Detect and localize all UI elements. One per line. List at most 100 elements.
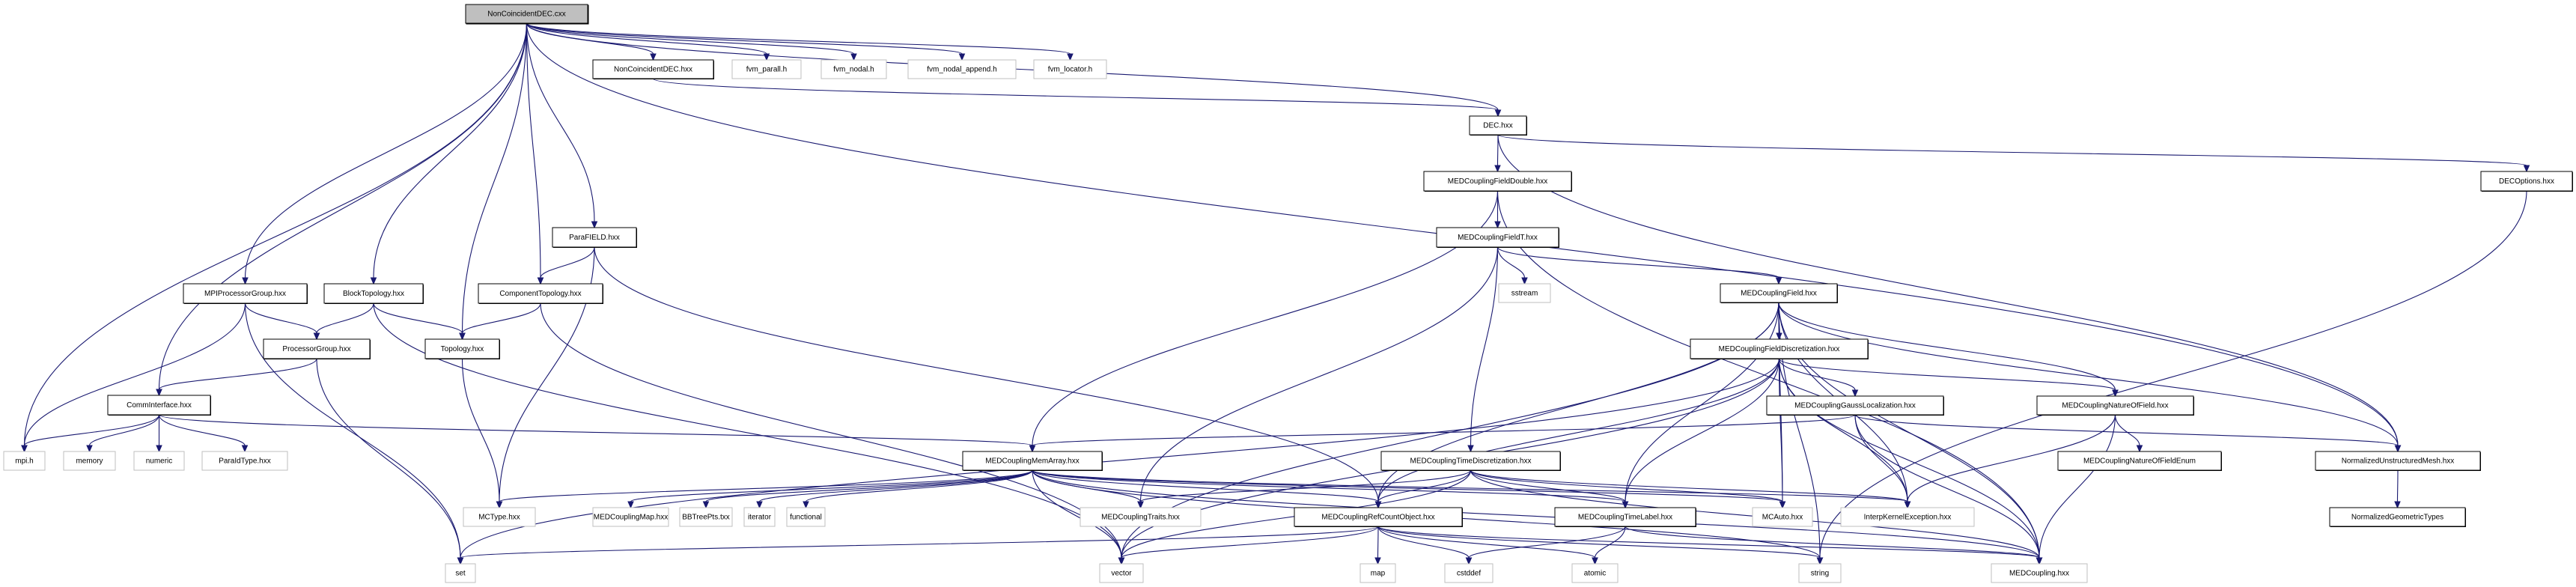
node-timedisc[interactable]: MEDCouplingTimeDiscretization.hxx (1380, 451, 1561, 471)
node-label: atomic (1584, 570, 1606, 578)
node-box (478, 283, 603, 304)
node-set[interactable]: set (445, 563, 476, 583)
node-label: MEDCouplingTraits.hxx (1101, 514, 1180, 522)
node-label: BBTreePts.txx (682, 514, 730, 522)
arrowhead-icon (459, 332, 466, 341)
edge-fielddisc-to-natureoffield (1778, 358, 2116, 391)
edge-topology-to-mctype (461, 358, 500, 502)
arrowhead-icon (1374, 501, 1382, 509)
node-fvm_nodal[interactable]: fvm_nodal.h (820, 59, 887, 79)
node-box (465, 4, 588, 24)
node-blocktopo[interactable]: BlockTopology.hxx (323, 283, 424, 304)
node-field[interactable]: MEDCouplingField.hxx (1720, 283, 1838, 303)
node-parafield[interactable]: ParaFIELD.hxx (552, 227, 637, 248)
node-interpexc[interactable]: InterpKernelException.hxx (1840, 507, 1975, 527)
node-mctype[interactable]: MCType.hxx (463, 507, 536, 527)
node-mcmap[interactable]: MEDCouplingMap.hxx (592, 507, 669, 527)
node-comptopo[interactable]: ComponentTopology.hxx (478, 283, 603, 304)
node-medcoupling[interactable]: MEDCoupling.hxx (1991, 563, 2088, 583)
arrowhead-icon (627, 501, 634, 509)
node-memory[interactable]: memory (63, 451, 116, 471)
node-label: fvm_parall.h (746, 66, 787, 74)
node-map[interactable]: map (1359, 563, 1396, 583)
node-string[interactable]: string (1798, 563, 1842, 583)
node-box (1359, 563, 1396, 583)
edge-memarray-to-mcauto (1032, 469, 1783, 502)
arrowhead-icon (2112, 389, 2119, 398)
arrowhead-icon (591, 221, 598, 229)
node-iterator[interactable]: iterator (743, 507, 776, 527)
node-label: NormalizedGeometricTypes (2351, 514, 2443, 522)
edge-timedisc-to-traits (1139, 469, 1472, 502)
edge-ncdec_cxx-to-mpi_h (23, 22, 528, 446)
node-label: numeric (146, 457, 173, 466)
arrowhead-icon (241, 445, 249, 453)
node-numeric[interactable]: numeric (133, 451, 185, 471)
node-fielddouble[interactable]: MEDCouplingFieldDouble.hxx (1423, 171, 1572, 192)
node-natureoffield[interactable]: MEDCouplingNatureOfField.hxx (2036, 395, 2194, 416)
node-natureenum[interactable]: MEDCouplingNatureOfFieldEnum (2057, 451, 2222, 471)
node-cstddef[interactable]: cstddef (1444, 563, 1493, 583)
node-mpi_h[interactable]: mpi.h (3, 451, 46, 471)
node-vector[interactable]: vector (1099, 563, 1144, 583)
node-fvm_locator[interactable]: fvm_locator.h (1033, 59, 1107, 79)
node-box (820, 59, 887, 79)
node-dec[interactable]: DEC.hxx (1469, 115, 1527, 136)
edge-field-to-normmesh (1778, 302, 2399, 446)
node-atomic[interactable]: atomic (1571, 563, 1619, 583)
node-paraidtype[interactable]: ParaIdType.hxx (201, 451, 288, 471)
node-bbtree[interactable]: BBTreePts.txx (679, 507, 733, 527)
edge-fielddisc-to-refcount (1377, 358, 1780, 502)
node-comminterface[interactable]: CommInterface.hxx (107, 395, 211, 416)
node-box (1423, 171, 1572, 192)
edge-refcount-to-cstddef (1377, 526, 1470, 559)
edge-refcount-to-string (1377, 526, 1821, 559)
edge-gaussloc-to-interpexc (1854, 414, 1908, 502)
node-refcount[interactable]: MEDCouplingRefCountObject.hxx (1294, 507, 1463, 527)
node-box (1690, 338, 1869, 359)
node-ncdec_hxx[interactable]: NonCoincidentDEC.hxx (592, 59, 714, 79)
node-functional[interactable]: functional (786, 507, 826, 527)
node-box (1720, 283, 1838, 303)
arrowhead-icon (1816, 557, 1824, 565)
node-fieldt[interactable]: MEDCouplingFieldT.hxx (1436, 227, 1559, 248)
edge-timelabel-to-medcoupling (1625, 526, 2040, 559)
node-fielddisc[interactable]: MEDCouplingFieldDiscretization.hxx (1690, 338, 1869, 359)
node-sstream[interactable]: sstream (1498, 283, 1551, 303)
edge-memarray-to-medcoupling (1032, 469, 2040, 559)
node-box (63, 451, 116, 471)
node-box (2315, 451, 2481, 471)
node-label: MEDCouplingGaussLocalization.hxx (1794, 402, 1916, 410)
edge-natureoffield-to-natureenum (2114, 414, 2140, 446)
node-label: fvm_locator.h (1048, 66, 1092, 74)
node-decoptions[interactable]: DECOptions.hxx (2480, 171, 2573, 192)
node-fvm_nodal_append[interactable]: fvm_nodal_append.h (907, 59, 1017, 79)
node-timelabel[interactable]: MEDCouplingTimeLabel.hxx (1554, 507, 1696, 527)
edge-memarray-to-refcount (1032, 469, 1379, 502)
node-label: MEDCouplingNatureOfFieldEnum (2083, 457, 2196, 466)
arrowhead-icon (2523, 165, 2530, 173)
node-topology[interactable]: Topology.hxx (424, 338, 500, 359)
edge-timedisc-to-mcauto (1470, 469, 1783, 502)
node-label: Topology.hxx (441, 345, 484, 353)
node-procgroup[interactable]: ProcessorGroup.hxx (263, 338, 371, 359)
node-mcauto[interactable]: MCAuto.hxx (1752, 507, 1813, 527)
edge-fielddisc-to-medcoupling (1778, 358, 2040, 559)
node-box (1294, 507, 1463, 527)
node-normmesh[interactable]: NormalizedUnstructuredMesh.hxx (2315, 451, 2481, 471)
arrowhead-icon (156, 445, 162, 453)
node-memarray[interactable]: MEDCouplingMemArray.hxx (962, 451, 1103, 471)
node-normgeom[interactable]: NormalizedGeometricTypes (2329, 507, 2466, 527)
node-box (552, 227, 637, 248)
node-label: MEDCouplingNatureOfField.hxx (2062, 402, 2168, 410)
edges-layer (21, 22, 2530, 565)
node-traits[interactable]: MEDCouplingTraits.hxx (1080, 507, 1202, 527)
node-gaussloc[interactable]: MEDCouplingGaussLocalization.hxx (1766, 395, 1944, 416)
edge-ncdec_cxx-to-fvm_nodal (526, 22, 855, 55)
node-mpipg[interactable]: MPIProcessorGroup.hxx (183, 283, 308, 304)
node-label: MEDCouplingMemArray.hxx (985, 457, 1079, 466)
node-label: BlockTopology.hxx (343, 290, 404, 298)
node-box (2480, 171, 2573, 192)
node-fvm_parall[interactable]: fvm_parall.h (731, 59, 802, 79)
node-ncdec_cxx[interactable]: NonCoincidentDEC.cxx (465, 4, 589, 25)
